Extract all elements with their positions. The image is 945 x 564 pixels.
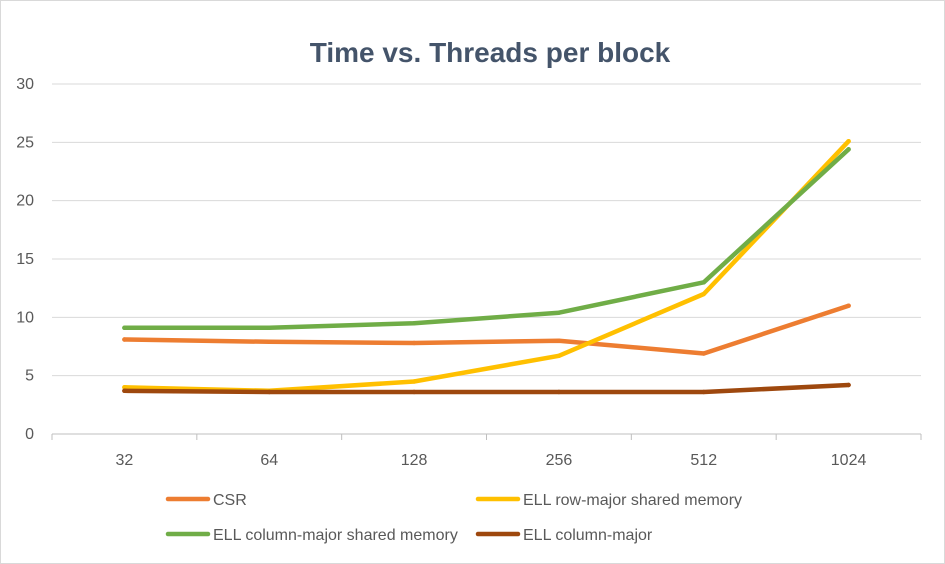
data-point — [267, 325, 272, 331]
series-line-0 — [122, 303, 851, 356]
data-point — [846, 382, 851, 388]
series-lines — [122, 138, 851, 395]
data-point — [556, 353, 562, 359]
y-tick-label: 25 — [16, 134, 34, 151]
data-point — [556, 389, 562, 395]
data-point — [701, 280, 706, 285]
data-point — [122, 385, 127, 390]
legend-item: ELL column-major — [475, 527, 653, 544]
data-point — [411, 320, 417, 326]
data-point — [411, 389, 417, 395]
gridlines — [52, 83, 921, 377]
data-point — [267, 389, 272, 395]
data-point — [701, 291, 706, 297]
data-point — [122, 337, 127, 342]
data-point — [556, 338, 562, 343]
x-axis — [51, 433, 922, 440]
legend-item: ELL row-major shared memory — [475, 492, 742, 509]
x-tick-label: 1024 — [831, 452, 867, 469]
y-axis-ticks: 0 5 10 15 20 25 30 — [16, 76, 34, 443]
data-point — [701, 351, 706, 356]
x-tick-label: 256 — [546, 452, 573, 469]
data-point — [846, 147, 851, 152]
data-point — [267, 339, 272, 345]
legend-label: ELL column-major shared memory — [213, 527, 458, 544]
data-point — [122, 388, 127, 394]
series-line-3 — [122, 382, 851, 395]
y-tick-label: 30 — [16, 76, 34, 93]
legend-item: CSR — [165, 492, 247, 509]
data-point — [411, 340, 417, 346]
legend-label: ELL row-major shared memory — [523, 492, 742, 509]
data-point — [411, 379, 417, 384]
x-tick-label: 512 — [690, 452, 717, 469]
y-tick-label: 5 — [25, 368, 34, 385]
x-axis-ticks: 32 64 128 256 512 1024 — [116, 452, 867, 469]
data-point — [846, 303, 851, 308]
y-tick-label: 0 — [25, 426, 34, 443]
data-point — [701, 389, 706, 395]
y-tick-label: 15 — [16, 251, 34, 268]
x-tick-label: 32 — [116, 452, 134, 469]
chart-title: Time vs. Threads per block — [310, 37, 671, 68]
x-tick-label: 128 — [401, 452, 428, 469]
data-point — [556, 310, 562, 315]
series-line-2 — [122, 147, 851, 331]
y-tick-label: 20 — [16, 193, 34, 210]
legend-label: CSR — [213, 492, 247, 509]
series-line-1 — [122, 138, 851, 394]
data-point — [846, 138, 851, 144]
legend-label: ELL column-major — [523, 527, 653, 544]
data-point — [122, 325, 127, 331]
y-tick-label: 10 — [16, 309, 34, 326]
x-tick-label: 64 — [260, 452, 278, 469]
legend-item: ELL column-major shared memory — [165, 527, 458, 544]
